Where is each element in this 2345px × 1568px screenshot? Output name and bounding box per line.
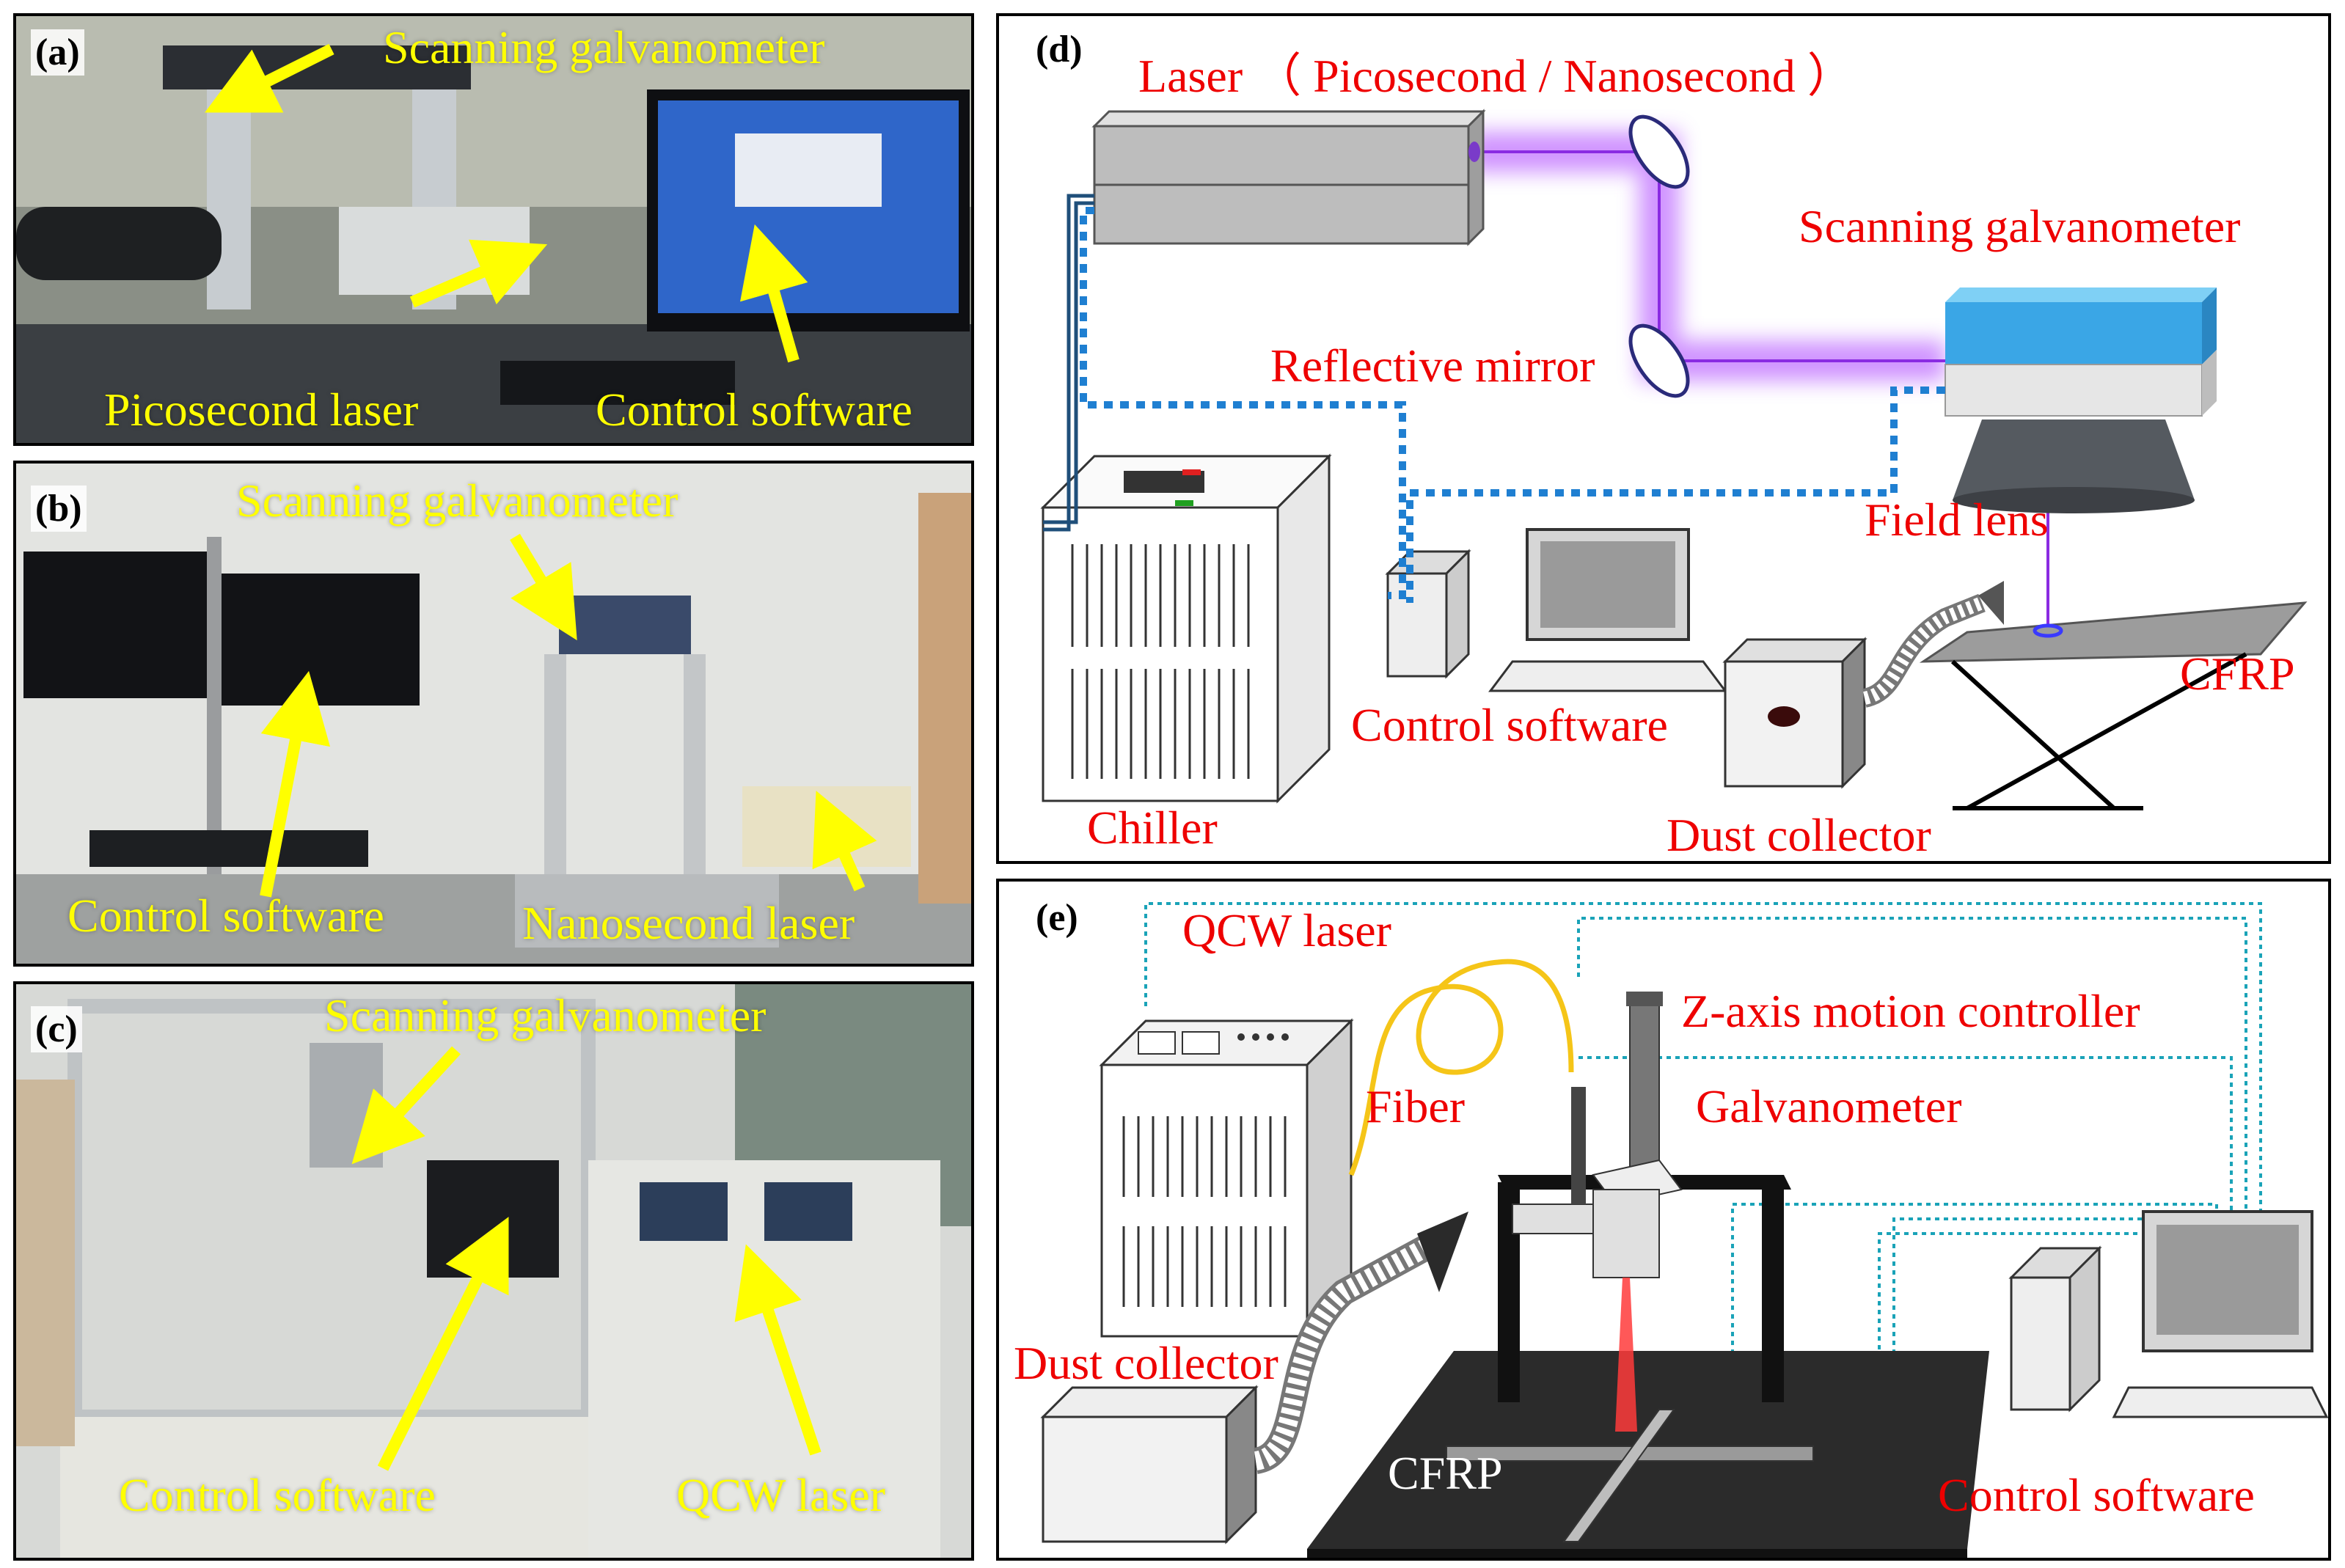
dust-collector-d: [1722, 581, 2004, 789]
panel-a-arrows: [205, 43, 808, 363]
panel-c-control-software-label: Control software: [119, 1469, 436, 1521]
arrow-b2: [260, 670, 331, 898]
panel-e-diagram: (e) QCW laser Z-axis motion controller F…: [996, 879, 2331, 1561]
panel-e-letter: (e): [1036, 897, 1078, 939]
panel-e-graphics: [1040, 902, 2328, 1558]
panel-d-field-lens-label: Field lens: [1865, 494, 2049, 546]
laser-unit: [1091, 109, 1486, 246]
signal-lines: [1080, 207, 1945, 603]
panel-d-chiller-label: Chiller: [1087, 802, 1218, 854]
qcw-beam: [1615, 1278, 1637, 1432]
panel-d-letter: (d): [1036, 29, 1083, 70]
cooling-tubes: [1043, 194, 1094, 532]
panel-b-scanning-galvanometer-label: Scanning galvanometer: [236, 475, 678, 527]
arrow-a2: [409, 239, 548, 308]
computer-d: [1385, 528, 1727, 692]
arrow-a3: [740, 224, 808, 363]
panel-d-control-software-label: Control software: [1351, 699, 1668, 751]
mirror-bottom: [1628, 323, 1690, 398]
panel-d-dust-collector-label: Dust collector: [1667, 809, 1931, 861]
panel-e-dust-collector-label: Dust collector: [1014, 1337, 1278, 1389]
panel-b-arrows: [260, 533, 877, 898]
panel-e-z-axis-label: Z-axis motion controller: [1681, 985, 2140, 1037]
panel-d-cfrp-label: CFRP: [2180, 648, 2295, 700]
panel-d-scanning-galvanometer-label: Scanning galvanometer: [1799, 200, 2241, 252]
panel-d-graphics: [1040, 109, 2308, 810]
qcw-vents: [1122, 1116, 1287, 1307]
arrow-b1: [510, 533, 577, 641]
panel-c-scanning-galvanometer-label: Scanning galvanometer: [324, 989, 767, 1041]
cfrp-stage: [1919, 601, 2308, 810]
cfrp-base-plate: [1307, 1351, 1989, 1558]
panel-e-qcw-laser-label: QCW laser: [1182, 904, 1391, 956]
panel-c-qcw-laser-label: QCW laser: [676, 1469, 885, 1521]
panel-c-illustration: [16, 984, 971, 1558]
panel-d-reflective-mirror-label: Reflective mirror: [1270, 340, 1595, 392]
panel-a-picosecond-laser-label: Picosecond laser: [104, 384, 419, 436]
panel-e-cfrp-label: CFRP: [1388, 1447, 1503, 1499]
panel-b-photo: (b) Scanning galvanometer Control softwa…: [13, 461, 974, 967]
panel-b-illustration: [16, 464, 971, 964]
gantry: [1498, 992, 1791, 1402]
computer-e: [2008, 1210, 2328, 1418]
panel-a-illustration: [16, 16, 971, 443]
arrow-c2: [377, 1217, 509, 1471]
panel-b-control-software-label: Control software: [67, 890, 384, 942]
scanning-galvanometer-unit: [1945, 287, 2217, 513]
panel-c-arrows: [351, 1046, 822, 1471]
panel-d-diagram: (d) Laser （ Picosecond / Nanosecond ） Sc…: [996, 13, 2331, 864]
arrow-b3: [812, 791, 877, 892]
panel-b-letter: (b): [31, 486, 87, 532]
panel-c-photo: (c) Scanning galvanometer Control softwa…: [13, 981, 974, 1561]
arrow-c3: [734, 1244, 822, 1456]
arrow-c1: [351, 1046, 461, 1165]
panel-d-laser-label: Laser （ Picosecond / Nanosecond ）: [1138, 50, 1854, 102]
mirror-top: [1628, 114, 1690, 189]
panel-b-nanosecond-laser-label: Nanosecond laser: [522, 897, 855, 949]
fiber-cable: [1348, 959, 1574, 1176]
qcw-laser-unit: [1099, 1018, 1354, 1339]
dust-collector-e: [1040, 1212, 1468, 1545]
panel-a-letter: (a): [31, 29, 84, 76]
panel-e-galvanometer-label: Galvanometer: [1696, 1080, 1962, 1132]
arrow-a1: [205, 43, 334, 113]
panel-c-letter: (c): [31, 1006, 82, 1052]
panel-a-control-software-label: Control software: [596, 384, 912, 436]
panel-a-scanning-galvanometer-label: Scanning galvanometer: [383, 21, 825, 73]
panel-a-photo: (a) Scanning galvanometer Picosecond las…: [13, 13, 974, 446]
panel-e-fiber-label: Fiber: [1366, 1080, 1466, 1132]
chiller-vents: [1071, 544, 1250, 779]
panel-e-control-software-label: Control software: [1938, 1469, 2255, 1521]
